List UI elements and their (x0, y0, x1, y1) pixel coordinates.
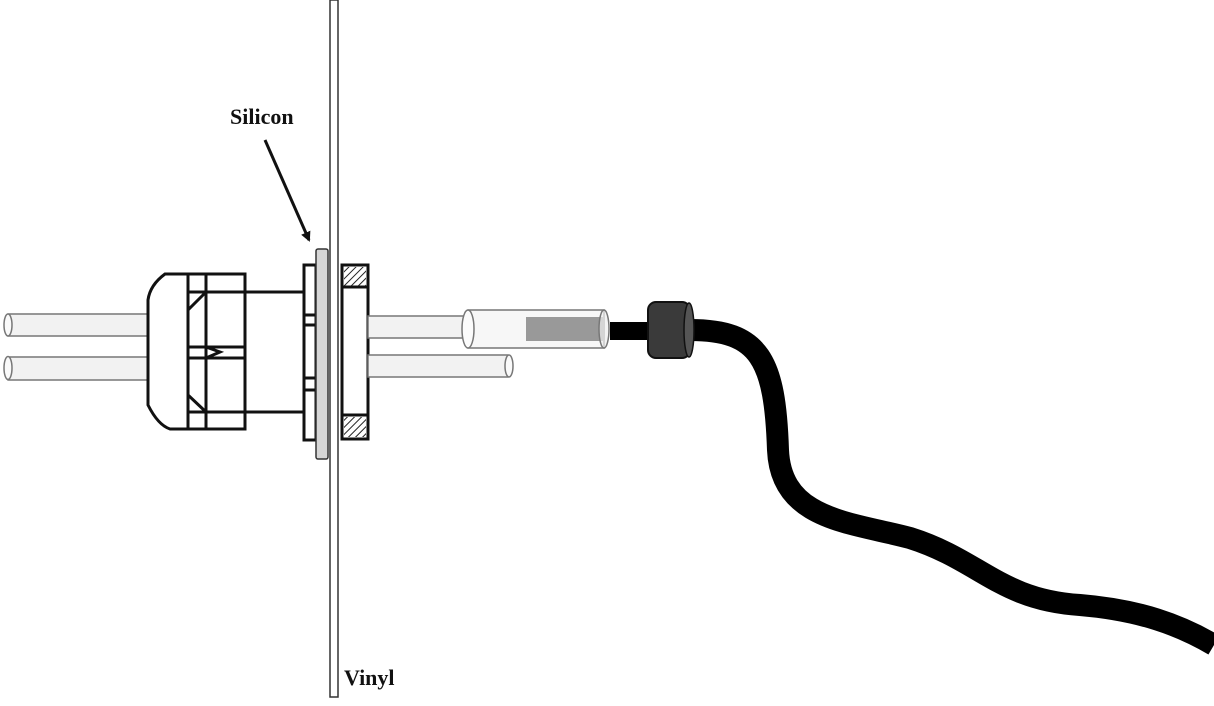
gland-hex-chevron-mid (205, 345, 225, 360)
silicon-label: Silicon (230, 104, 294, 129)
left-tube-lower (4, 356, 151, 381)
cable-gland (146, 263, 318, 442)
lock-nut-hatch-bottom (344, 417, 366, 437)
gland-neck (243, 290, 306, 414)
gland-dome-cap (146, 272, 190, 431)
left-tube-upper-end (3, 313, 13, 337)
connector-sleeve-front-end (461, 309, 475, 349)
lock-nut (340, 263, 370, 441)
left-tube-upper (4, 313, 151, 337)
gland-flange (302, 263, 318, 442)
connector-sleeve-back-end (598, 309, 610, 349)
power-cable (610, 301, 1214, 655)
gland-hex-facet-upper (186, 290, 208, 347)
lock-nut-body (340, 263, 370, 441)
cable-grommet-face (683, 302, 695, 358)
right-tube-lower (367, 354, 513, 378)
silicon-arrow (263, 139, 311, 242)
silicon-callout: Silicon (230, 104, 311, 242)
vinyl-sheet (329, 0, 339, 698)
lock-nut-hatch-top (344, 267, 366, 287)
left-tube-lower-end (3, 355, 13, 381)
connector-sleeve (461, 309, 610, 349)
right-tube-lower-end (504, 354, 514, 378)
gland-hex-facet-lower (186, 358, 208, 414)
cable-stub (610, 322, 648, 340)
connector-core (526, 317, 604, 341)
right-tube-upper (367, 315, 469, 339)
left-tubes (3, 313, 151, 381)
vinyl-label: Vinyl (344, 665, 395, 690)
right-tubes (367, 315, 514, 378)
silicon-gasket (315, 248, 329, 460)
cable-body (689, 319, 1214, 655)
